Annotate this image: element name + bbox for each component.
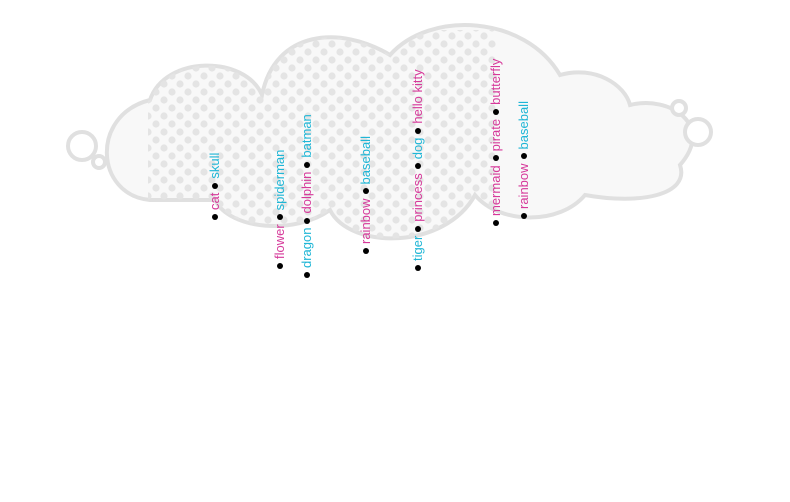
cloud-bubbles [66, 99, 713, 170]
tag-link[interactable]: hello kitty [410, 69, 425, 124]
bullet-icon [277, 214, 284, 221]
bullet-icon [304, 217, 311, 224]
bullet-icon [415, 163, 422, 170]
tag-link[interactable]: mermaid [488, 165, 503, 216]
bullet-icon [521, 153, 528, 160]
tag-link[interactable]: princess [410, 173, 425, 222]
bullet-icon [521, 213, 528, 219]
tag-link[interactable]: dragon [299, 227, 314, 268]
bubble-left-small [91, 154, 107, 170]
tag-link[interactable]: flower [272, 224, 287, 259]
bullet-icon [493, 220, 500, 226]
tag-link[interactable]: tiger [410, 235, 425, 261]
bullet-icon [277, 263, 284, 269]
bullet-icon [415, 127, 422, 134]
tag-link[interactable]: rainbow [358, 198, 373, 244]
tag-link[interactable]: pirate [488, 118, 503, 152]
bullet-icon [415, 265, 422, 271]
bullet-icon [304, 161, 311, 168]
bullet-icon [493, 108, 500, 115]
bullet-icon [363, 248, 370, 254]
tag-strand: tiger princess dog hello kitty [410, 69, 426, 275]
bullet-icon [363, 188, 370, 195]
tag-link[interactable]: rainbow [516, 163, 531, 209]
bullet-icon [493, 155, 500, 162]
bullet-icon [212, 214, 219, 220]
bullet-icon [415, 225, 422, 232]
tag-link[interactable]: baseball [516, 101, 531, 150]
bubble-right-small [670, 99, 688, 117]
tag-link[interactable]: butterfly [488, 58, 503, 105]
bullet-icon [212, 182, 219, 189]
tag-link[interactable]: dog [410, 137, 425, 160]
tag-link[interactable]: spiderman [272, 149, 287, 211]
tag-link[interactable]: skull [207, 152, 222, 179]
tag-link[interactable]: dolphin [299, 171, 314, 214]
tag-strand: flower spiderman [272, 150, 288, 273]
tag-link[interactable]: batman [299, 114, 314, 158]
tag-link[interactable]: cat [207, 192, 222, 210]
bullet-icon [304, 272, 311, 278]
bubble-left-large [66, 130, 98, 162]
bubble-right-large [683, 117, 713, 147]
tag-strand: dragon dolphin batman [299, 114, 315, 282]
tag-strand: rainbow baseball [358, 136, 374, 258]
tag-strand: mermaid pirate butterfly [488, 59, 504, 230]
tag-strand: cat skull [207, 153, 223, 224]
tag-strand: rainbow baseball [516, 101, 532, 223]
tag-link[interactable]: baseball [358, 136, 373, 185]
